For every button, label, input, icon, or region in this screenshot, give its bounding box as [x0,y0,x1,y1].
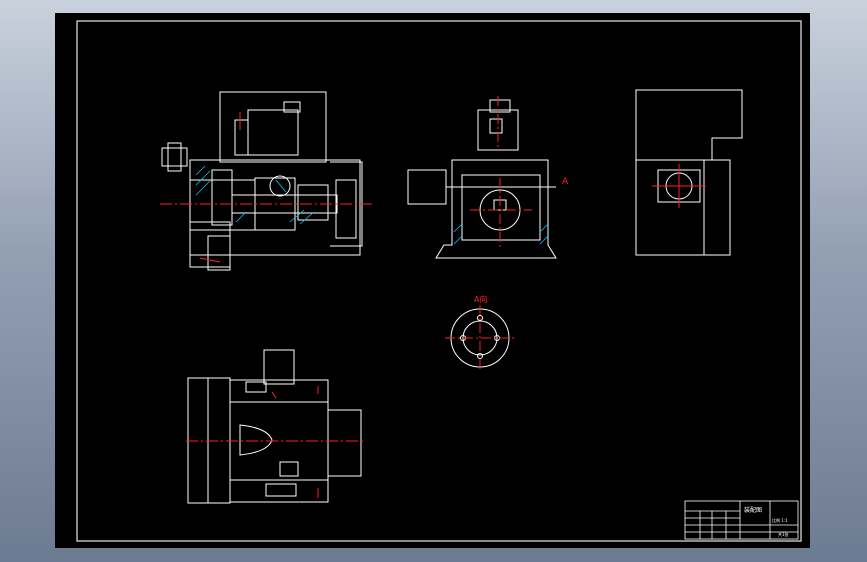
gearbox-housing [435,159,557,259]
plan-view[interactable] [635,89,743,256]
end-housing [327,409,362,477]
drawing-title: 装配图 [744,506,762,514]
scale-note: 比例 1:1 [772,517,788,523]
side-section-view[interactable]: A [407,96,569,259]
title-block[interactable]: 装配图 比例 1:1 共1张 [684,500,799,540]
detail-a-view[interactable]: A向 [445,294,515,372]
bottom-tab [265,483,297,497]
worm-gear [269,175,291,197]
drawing-sheet [55,13,810,548]
plan-step [704,159,731,256]
spindle-collar [211,169,233,226]
label-plate [279,461,299,477]
drawing-border [76,20,802,542]
motor-body [263,349,295,385]
title-block-frame [684,500,799,540]
front-section-view[interactable] [160,91,372,271]
center-lines [445,305,515,372]
gearbox-cavity [461,174,541,241]
motor-top-cap [489,99,511,113]
sheet-note: 共1张 [778,531,789,537]
center-lines [652,164,706,208]
left-boss-flange [167,142,182,172]
main-housing [189,159,361,256]
section-marker: A [562,177,569,187]
bolt-hole [477,315,483,321]
top-tab [245,381,267,393]
detail-label: A向 [474,294,487,304]
red-markers [160,112,372,263]
section-hatch [453,223,549,245]
lower-flange-inner [207,235,231,271]
curved-boss [239,424,273,456]
end-cap-inner [335,179,357,239]
motor-terminal [489,118,503,134]
bolt-hole [477,353,483,359]
motor-connector [283,101,301,113]
left-boss [161,147,188,167]
section-hatch [195,165,315,225]
top-view[interactable] [186,349,366,504]
bearing-seat [297,184,329,221]
motor-flange [234,119,249,156]
center-lines [470,96,532,248]
motor-housing [219,91,327,163]
center-lines [186,386,366,498]
